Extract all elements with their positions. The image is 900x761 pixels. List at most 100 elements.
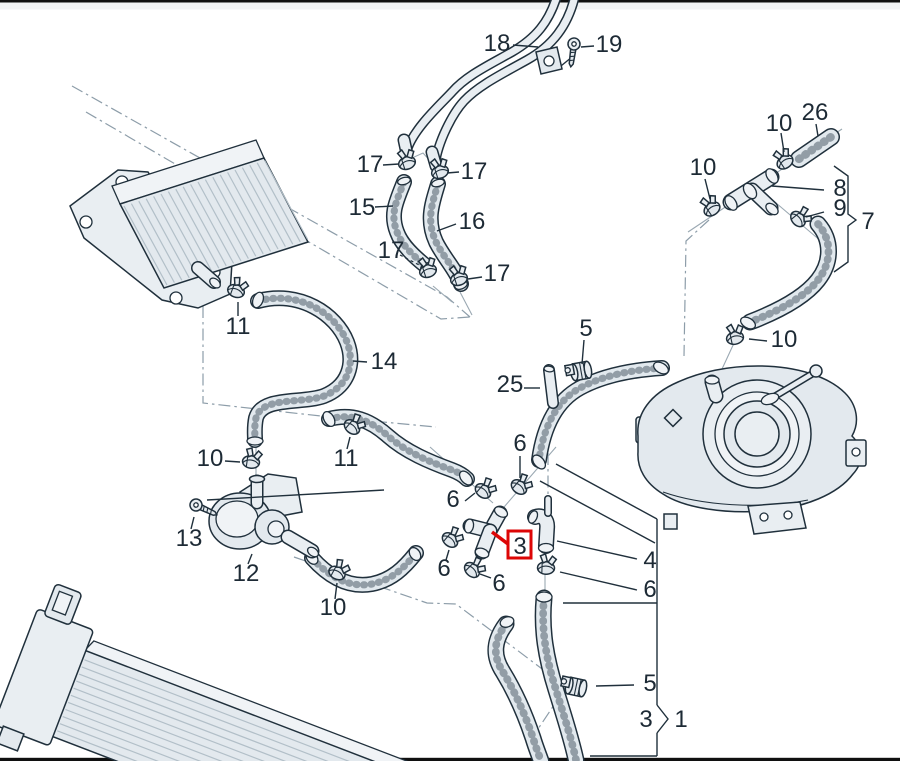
callout-16[interactable]: 16 xyxy=(459,208,486,235)
fin-line xyxy=(81,666,452,761)
hose-bottom-left xyxy=(492,620,545,761)
callout-6b[interactable]: 6 xyxy=(446,486,459,513)
fin-line xyxy=(145,198,190,279)
pipe-18-left xyxy=(403,0,560,154)
callout-11a[interactable]: 11 xyxy=(226,313,251,340)
fin-line xyxy=(57,730,428,761)
fin-line xyxy=(167,191,212,271)
water-pump xyxy=(208,473,320,559)
highlighted-callout-3: 3 xyxy=(490,529,533,560)
callout-3-bracket[interactable]: 3 xyxy=(639,706,652,733)
callout-10a[interactable]: 10 xyxy=(766,110,793,137)
fin-line xyxy=(62,716,433,761)
callout-12[interactable]: 12 xyxy=(233,560,260,587)
callouts: 18 19 17 17 15 16 17 17 10 26 10 8 9 7 1… xyxy=(176,30,875,733)
pipe-18-right xyxy=(431,0,578,168)
fin-line xyxy=(249,164,294,245)
callout-10d[interactable]: 10 xyxy=(197,445,224,472)
callout-17b[interactable]: 17 xyxy=(461,158,488,185)
callout-25[interactable]: 25 xyxy=(497,371,524,398)
callout-6a[interactable]: 6 xyxy=(513,430,526,457)
radiator-fins xyxy=(57,659,455,761)
callout-6e[interactable]: 6 xyxy=(643,576,656,603)
callout-14[interactable]: 14 xyxy=(371,348,398,375)
top-frame-bar xyxy=(0,0,900,3)
fin-line xyxy=(190,184,235,264)
callout-17a[interactable]: 17 xyxy=(357,151,384,178)
fin-line xyxy=(123,205,168,286)
fin-line xyxy=(76,680,447,761)
bracket-7 xyxy=(833,165,858,273)
clamp-6 xyxy=(536,552,558,576)
fin-line xyxy=(160,193,205,274)
expansion-tank xyxy=(635,364,867,535)
callout-17c[interactable]: 17 xyxy=(378,237,405,264)
callout-19[interactable]: 19 xyxy=(596,31,623,58)
callout-6c[interactable]: 6 xyxy=(437,555,450,582)
callout-9[interactable]: 9 xyxy=(833,195,846,222)
callout-11b[interactable]: 11 xyxy=(334,445,359,472)
fin-line xyxy=(219,174,264,255)
callout-1[interactable]: 1 xyxy=(674,706,687,733)
fin-line xyxy=(182,186,227,267)
top-band xyxy=(0,2,900,10)
t-connector-8 xyxy=(722,168,780,216)
hose-7 xyxy=(746,220,833,326)
hose-15 xyxy=(390,178,430,270)
fin-line xyxy=(70,694,441,761)
fin-line xyxy=(65,708,436,761)
callout-10e[interactable]: 10 xyxy=(320,594,347,621)
fin-line xyxy=(59,723,430,761)
pipe-ferrule xyxy=(399,135,412,159)
fin-line xyxy=(84,659,455,761)
fin-line xyxy=(256,162,301,243)
fin-line xyxy=(73,687,444,761)
hose-26 xyxy=(794,132,836,164)
highlight-box[interactable] xyxy=(506,529,533,560)
fin-line xyxy=(67,701,439,761)
callout-6d[interactable]: 6 xyxy=(492,570,505,597)
callout-26[interactable]: 26 xyxy=(802,99,829,126)
hose-bottom-right xyxy=(539,594,580,761)
fin-line xyxy=(227,172,272,252)
y-connector-3 xyxy=(462,505,509,560)
callout-13[interactable]: 13 xyxy=(176,525,203,552)
callout-7[interactable]: 7 xyxy=(861,208,874,235)
fin-line xyxy=(241,167,286,247)
callout-10b[interactable]: 10 xyxy=(690,154,717,181)
radiator xyxy=(0,583,467,761)
callout-10c[interactable]: 10 xyxy=(771,326,798,353)
fin-line xyxy=(234,169,279,250)
coolant-pipe-pair-18 xyxy=(397,0,580,173)
fin-line xyxy=(197,181,242,262)
oil-cooler xyxy=(69,139,310,309)
fin-line xyxy=(204,179,249,259)
fin-line xyxy=(153,196,198,276)
callout-18[interactable]: 18 xyxy=(484,30,511,57)
callout-5b[interactable]: 5 xyxy=(643,670,656,697)
hose-tank-to-connector xyxy=(535,364,666,464)
leader-lines xyxy=(190,44,858,757)
hose-14 xyxy=(251,294,354,444)
bracket-1 xyxy=(539,463,669,757)
callout-15[interactable]: 15 xyxy=(349,194,376,221)
callout-5a[interactable]: 5 xyxy=(579,315,592,342)
tank-lever xyxy=(769,371,815,401)
hose-pump-outlet xyxy=(308,549,420,589)
elbow-connector-4 xyxy=(527,495,556,554)
fin-line xyxy=(212,176,257,257)
cooler-fins xyxy=(123,160,309,286)
fin-line xyxy=(264,160,309,240)
fin-line xyxy=(175,188,220,269)
fin-line xyxy=(130,203,175,283)
tube-25 xyxy=(544,365,558,408)
callout-4[interactable]: 4 xyxy=(643,547,656,574)
callout-17d[interactable]: 17 xyxy=(484,260,511,287)
fin-line xyxy=(78,673,449,761)
callout-3-highlighted[interactable]: 3 xyxy=(513,533,526,560)
fin-line xyxy=(138,200,183,281)
bottom-frame-bar xyxy=(0,757,900,761)
callout-8[interactable]: 8 xyxy=(833,175,846,202)
